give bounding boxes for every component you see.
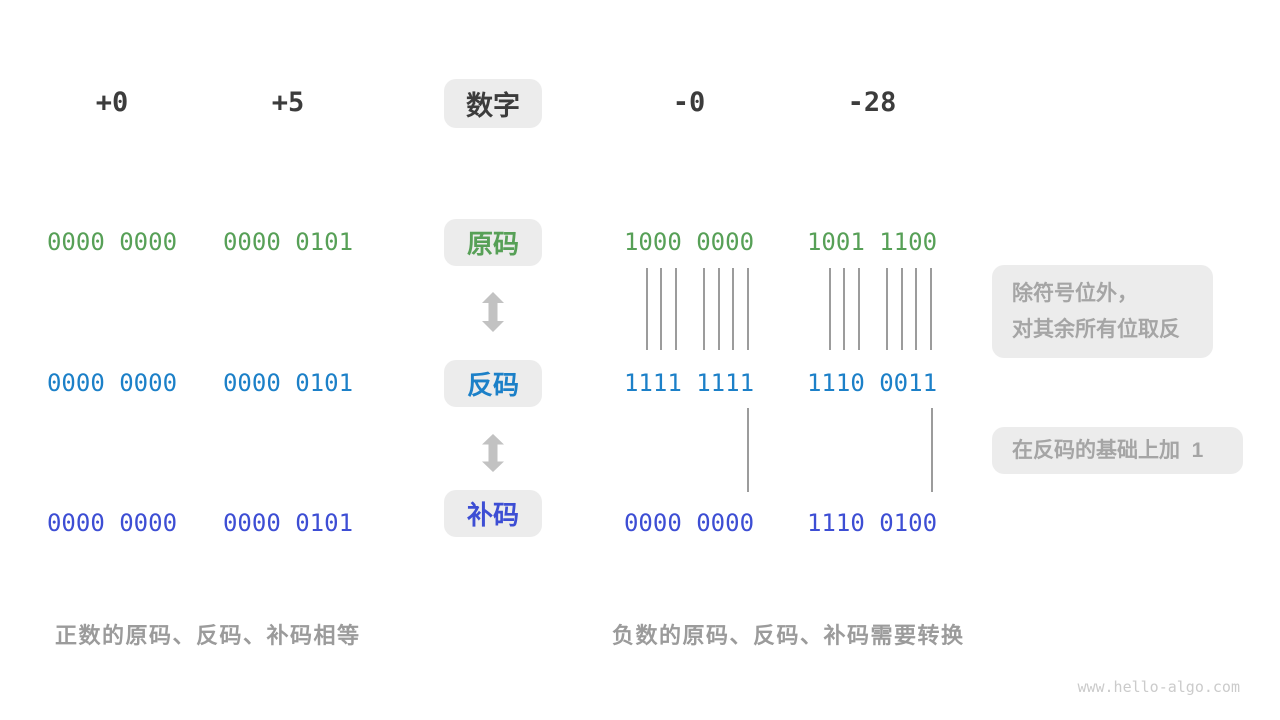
ones-complement-label-text: 反码 <box>466 370 519 400</box>
number-pos-0: +0 <box>95 87 129 118</box>
twos-complement-label: 补码 <box>444 490 542 537</box>
bit-connector-line <box>931 408 933 492</box>
binary-value: 1110 0011 <box>806 369 938 397</box>
bit-connector-line <box>930 268 932 350</box>
number-neg-28: -28 <box>847 87 897 118</box>
bit-connector-line <box>718 268 720 350</box>
numbers-label: 数字 <box>444 79 542 128</box>
bit-connector-line <box>660 268 662 350</box>
twos-complement-label-text: 补码 <box>466 500 519 530</box>
binary-value: 0000 0101 <box>222 509 354 537</box>
bit-connector-line <box>747 268 749 350</box>
add-one-note: 在反码的基础上加 1 <box>992 427 1243 474</box>
bit-connector-line <box>915 268 917 350</box>
ones-complement-label: 反码 <box>444 360 542 407</box>
bit-connector-line <box>703 268 705 350</box>
watermark: www.hello-algo.com <box>1077 678 1240 696</box>
binary-value: 1000 0000 <box>623 228 755 256</box>
binary-value: 0000 0000 <box>623 509 755 537</box>
binary-value: 1110 0100 <box>806 509 938 537</box>
swap-arrow-icon <box>480 433 506 473</box>
bit-connector-line <box>843 268 845 350</box>
invert-note-line1: 除符号位外， <box>1012 282 1138 305</box>
binary-value: 1001 1100 <box>806 228 938 256</box>
sign-magnitude-label-text: 原码 <box>466 229 519 259</box>
binary-value: 0000 0000 <box>46 228 178 256</box>
bit-connector-line <box>901 268 903 350</box>
negative-caption: 负数的原码、反码、补码需要转换 <box>612 623 965 648</box>
sign-magnitude-label: 原码 <box>444 219 542 266</box>
binary-value: 0000 0000 <box>46 509 178 537</box>
number-neg-0: -0 <box>672 87 706 118</box>
invert-note: 除符号位外， 对其余所有位取反 <box>992 265 1213 358</box>
number-pos-5: +5 <box>271 87 305 118</box>
numbers-label-text: 数字 <box>466 91 520 121</box>
invert-note-line2: 对其余所有位取反 <box>1012 318 1180 341</box>
binary-value: 0000 0000 <box>46 369 178 397</box>
binary-value: 1111 1111 <box>623 369 755 397</box>
bit-connector-line <box>886 268 888 350</box>
bit-connector-line <box>646 268 648 350</box>
binary-value: 0000 0101 <box>222 228 354 256</box>
bit-connector-line <box>747 408 749 492</box>
bit-connector-line <box>675 268 677 350</box>
bit-connector-line <box>732 268 734 350</box>
binary-value: 0000 0101 <box>222 369 354 397</box>
bit-connector-line <box>858 268 860 350</box>
positive-caption: 正数的原码、反码、补码相等 <box>55 623 361 648</box>
swap-arrow-icon <box>480 291 506 333</box>
bit-connector-line <box>829 268 831 350</box>
